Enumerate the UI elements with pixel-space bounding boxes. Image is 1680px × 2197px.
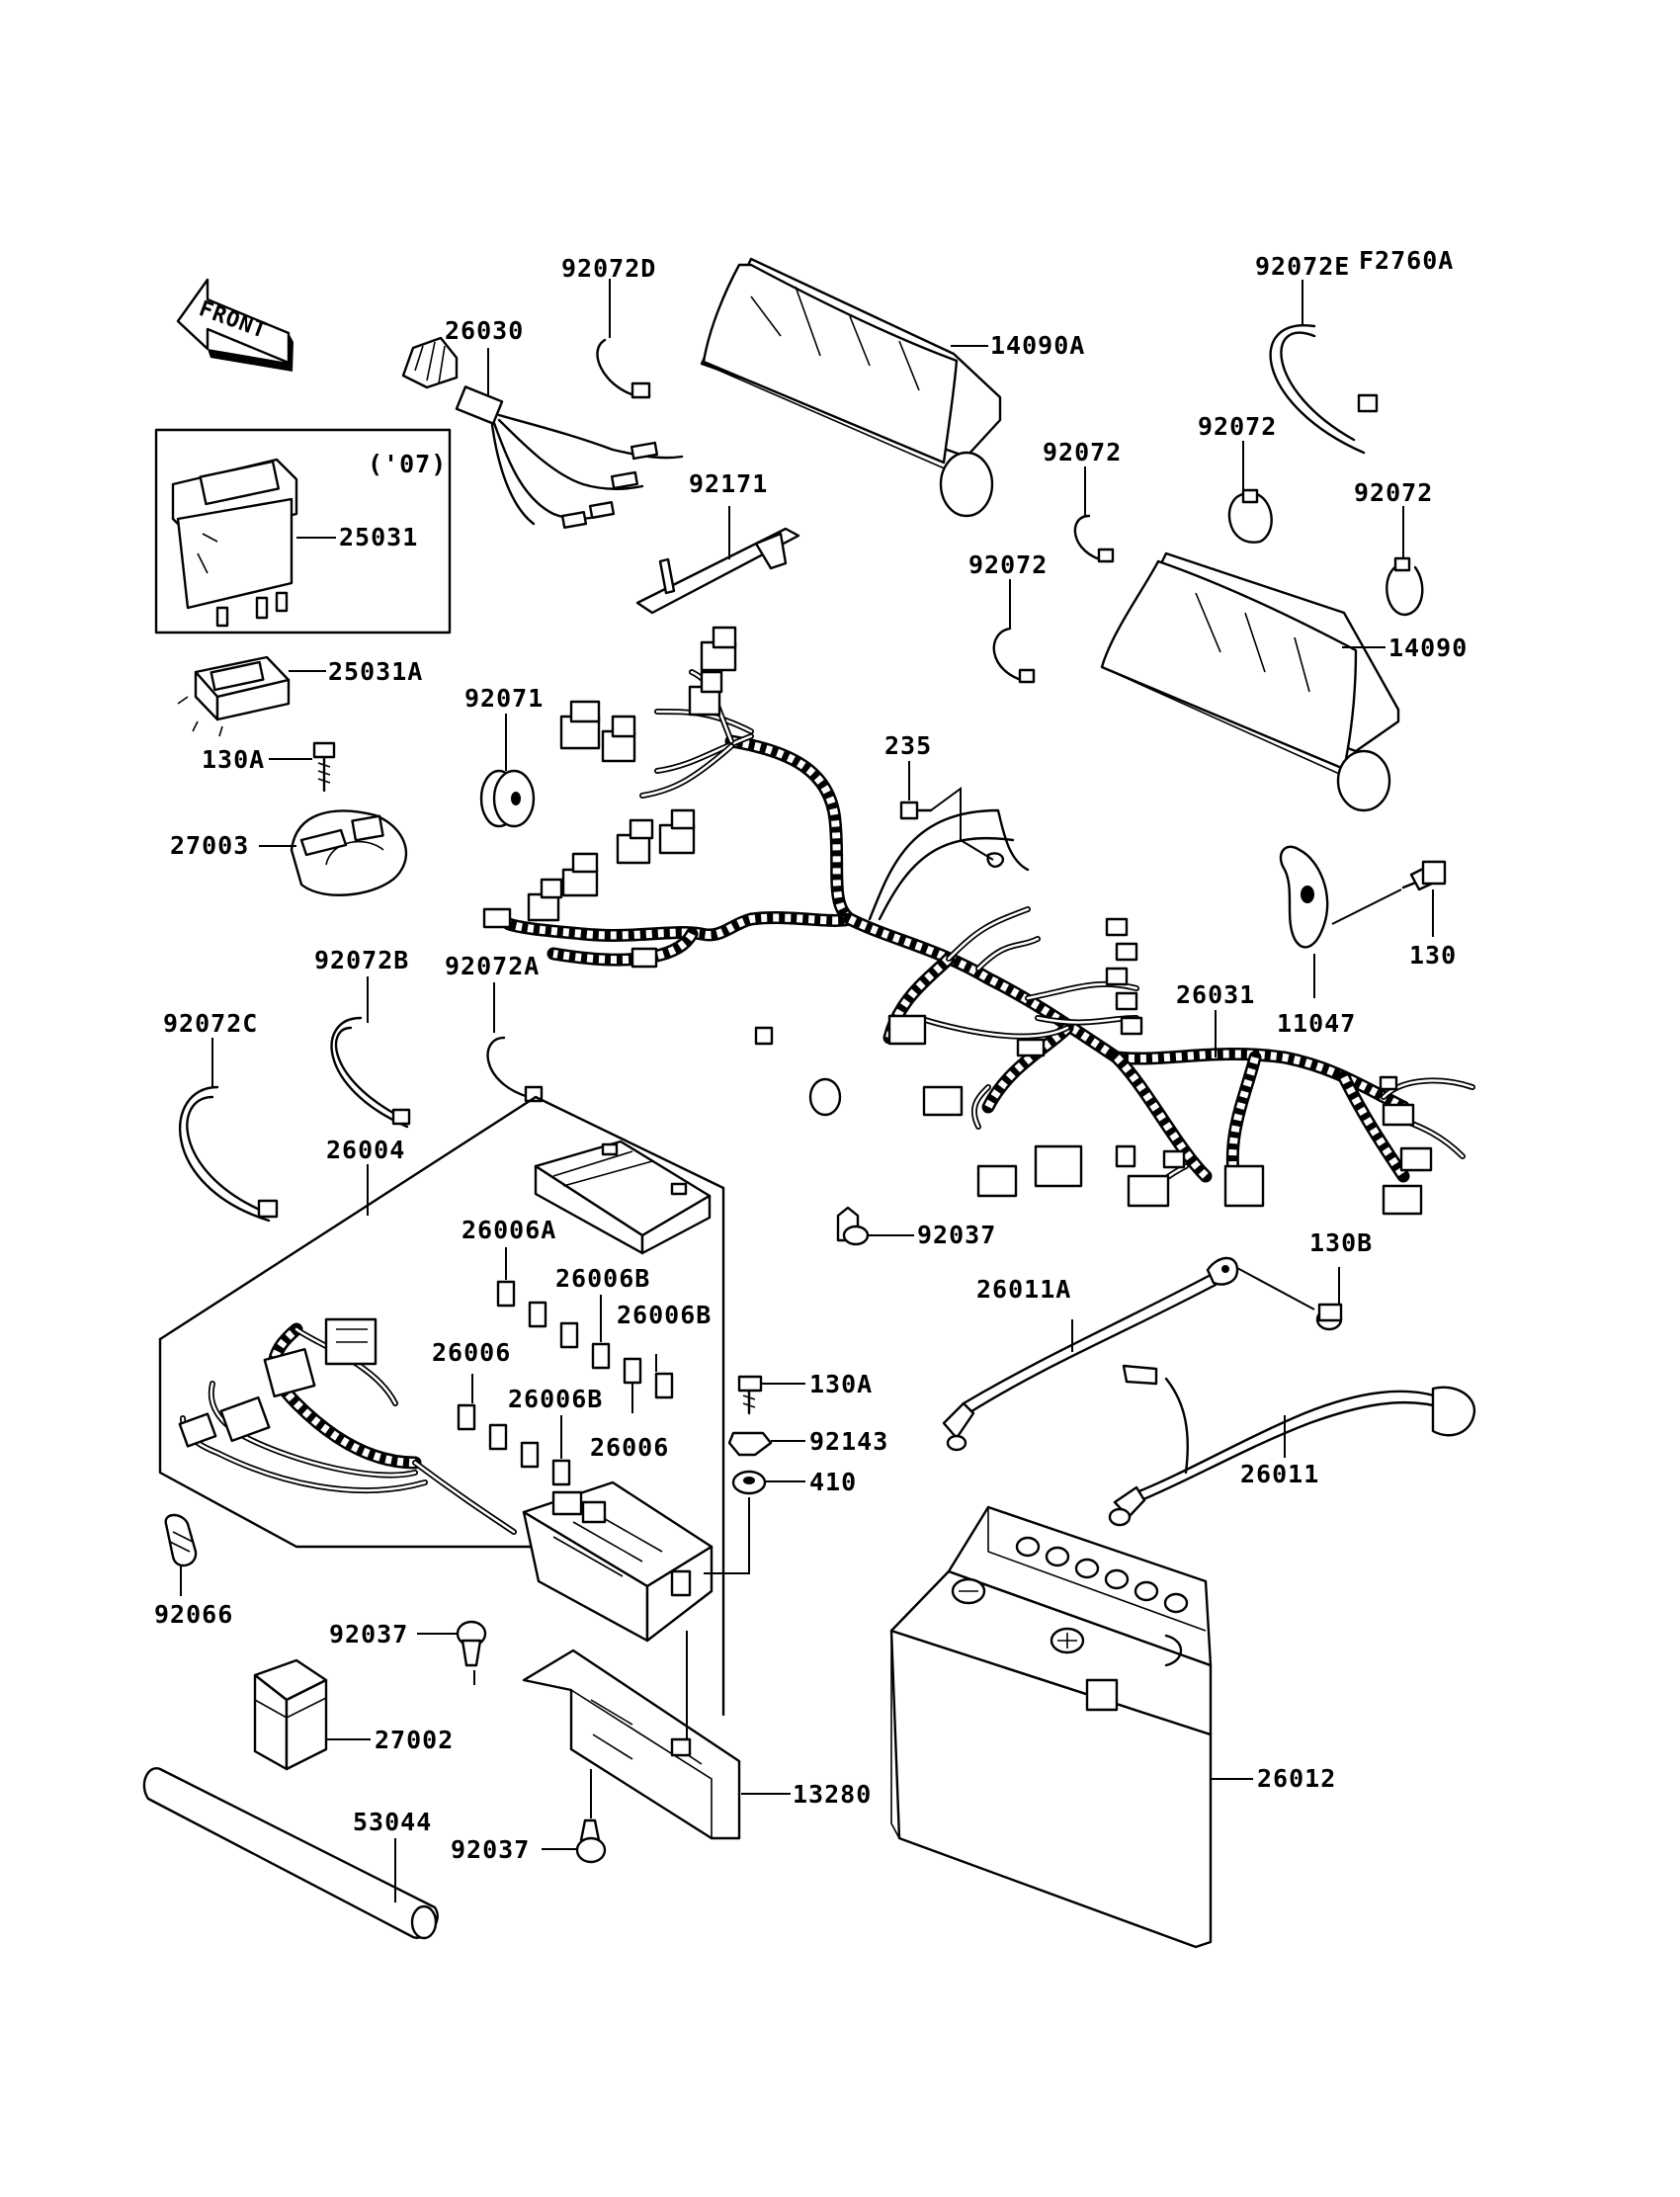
- clamp-92072B: [330, 976, 411, 1129]
- label-92037-b: 92037: [451, 1835, 530, 1864]
- clamp-92072-c: [1386, 506, 1424, 617]
- label-27003: 27003: [170, 831, 249, 860]
- label-92037-a: 92037: [329, 1620, 408, 1648]
- horn-27003: [259, 809, 408, 896]
- washer-92143: [727, 1431, 805, 1457]
- label-26030: 26030: [445, 316, 524, 345]
- label-92072-a: 92072: [1043, 438, 1122, 466]
- cover-14090: [1100, 551, 1400, 812]
- bracket-13280: [522, 1631, 791, 1840]
- label-235: 235: [884, 731, 932, 760]
- clamp-92072-b: [1227, 441, 1273, 544]
- label-26006-b: 26006: [590, 1433, 669, 1462]
- label-92072E: 92072E: [1255, 252, 1350, 281]
- label-26006B-c: 26006B: [508, 1385, 603, 1413]
- cable-26011: [1108, 1364, 1476, 1527]
- label-92072-b: 92072: [1198, 412, 1277, 441]
- label-26011A: 26011A: [976, 1275, 1071, 1304]
- label-26031: 26031: [1176, 980, 1255, 1009]
- label-92071: 92071: [464, 684, 544, 713]
- label-27002: 27002: [375, 1726, 454, 1754]
- box-25031: [154, 428, 452, 634]
- label-92072C: 92072C: [163, 1009, 258, 1038]
- label-130A-top: 130A: [202, 745, 265, 774]
- clamp-92072D: [596, 279, 651, 399]
- label-410: 410: [809, 1468, 857, 1496]
- clamp-92072C: [178, 1038, 279, 1223]
- clamp-92072-d: [992, 579, 1036, 684]
- label-130A-mid: 130A: [809, 1370, 873, 1398]
- bolt-130A-mid: [737, 1375, 805, 1415]
- label-26006A: 26006A: [462, 1216, 556, 1244]
- label-92066: 92066: [154, 1600, 233, 1629]
- label-14090: 14090: [1388, 634, 1468, 662]
- year-note: ('07): [368, 450, 447, 478]
- relay-27002: [253, 1658, 371, 1771]
- cover-14090A: [700, 257, 1002, 518]
- label-26006-a: 26006: [432, 1338, 511, 1367]
- label-11047: 11047: [1277, 1009, 1356, 1038]
- clamp-92072E: [1269, 280, 1379, 455]
- label-92072-d: 92072: [968, 550, 1048, 579]
- screw-235: [899, 761, 1005, 868]
- label-92072A: 92072A: [445, 952, 540, 980]
- group-26004: [158, 1095, 725, 1717]
- bolt-130: [1401, 860, 1447, 937]
- label-26006B-a: 26006B: [555, 1264, 650, 1293]
- grommet-92066: [164, 1513, 198, 1596]
- clip-92037-mid: [836, 1206, 914, 1246]
- front-arrow-icon: FRONT: [176, 278, 294, 372]
- label-92072-c: 92072: [1354, 478, 1433, 507]
- label-130B: 130B: [1309, 1228, 1373, 1257]
- label-92037-mid: 92037: [917, 1221, 996, 1249]
- switch-25031A: [177, 655, 326, 737]
- clamp-92072-a: [1073, 466, 1115, 563]
- clamp-92072A: [486, 982, 544, 1103]
- cable-26011A: [942, 1256, 1315, 1452]
- label-92072B: 92072B: [314, 946, 409, 974]
- label-25031: 25031: [339, 523, 418, 551]
- label-26012: 26012: [1257, 1764, 1336, 1793]
- battery-26012: [889, 1505, 1253, 1949]
- label-13280: 13280: [793, 1780, 872, 1809]
- label-26006B-b: 26006B: [617, 1301, 712, 1329]
- label-92171: 92171: [689, 469, 768, 498]
- label-26011: 26011: [1240, 1460, 1319, 1488]
- label-92143: 92143: [809, 1427, 888, 1456]
- clip-92037-a: [417, 1620, 487, 1685]
- bolt-130A-top: [269, 741, 336, 793]
- label-130: 130: [1409, 941, 1457, 970]
- grommet-92071: [479, 714, 536, 828]
- label-53044: 53044: [353, 1808, 432, 1836]
- nut-410: [704, 1470, 805, 1574]
- clip-92037-b: [542, 1769, 607, 1864]
- bolt-130B: [1315, 1267, 1343, 1331]
- sub-harness-26030: [401, 336, 684, 530]
- label-25031A: 25031A: [328, 657, 423, 686]
- label-26004: 26004: [326, 1136, 405, 1164]
- fuses-group: [457, 1247, 674, 1486]
- plate-11047: [1279, 845, 1402, 998]
- bracket-92171: [635, 506, 800, 615]
- tube-53044: [142, 1767, 439, 1940]
- label-14090A: 14090A: [990, 331, 1085, 360]
- label-92072D: 92072D: [561, 254, 656, 283]
- main-harness-26031: [482, 626, 1475, 1216]
- figure-code: F2760A: [1359, 246, 1454, 275]
